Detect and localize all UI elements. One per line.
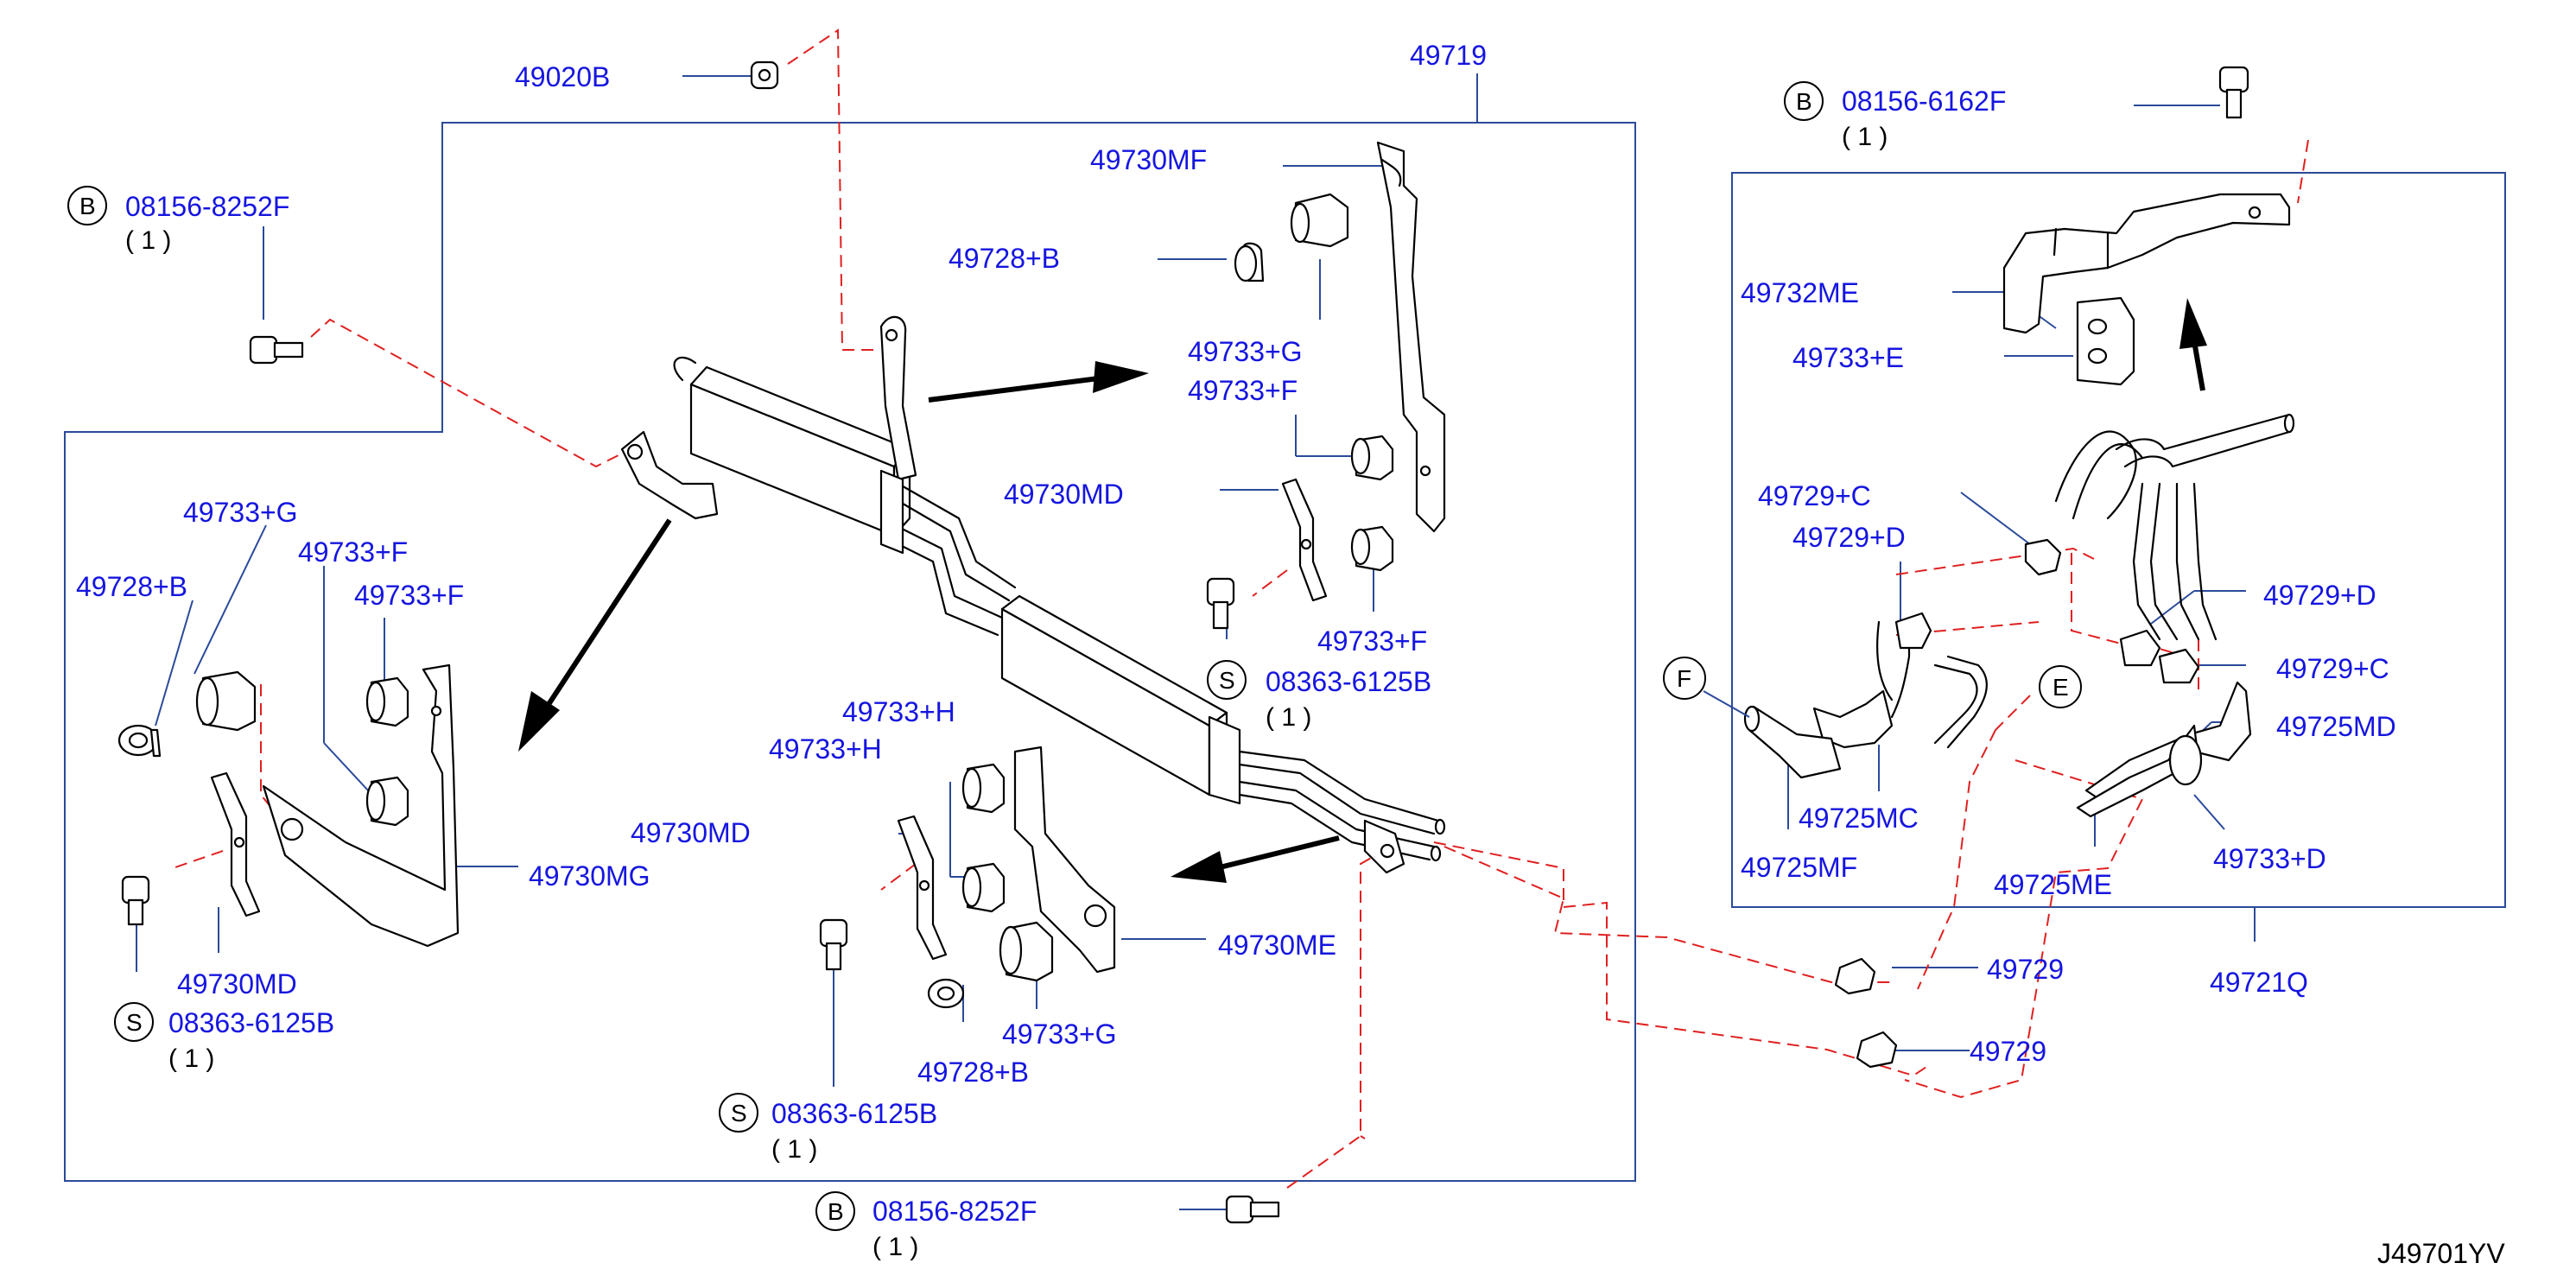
label-49733f-top: 49733+F [1188, 375, 1298, 406]
label-49730md-mid: 49730MD [1004, 479, 1124, 510]
label-49733f-left1: 49733+F [298, 536, 408, 568]
label-49730mg: 49730MG [529, 860, 650, 892]
label-49733g-left: 49733+G [183, 497, 298, 528]
callout-part: 08363-6125B [168, 1007, 334, 1038]
callout-s-mid: S 08363-6125B ( 1 ) [1207, 660, 1431, 732]
label-49733g-top: 49733+G [1188, 336, 1303, 367]
callout-part: 08363-6125B [1266, 666, 1431, 697]
grommets-top [1234, 193, 1394, 572]
main-assembly-box [64, 122, 1636, 1182]
callout-b-top-left: B 08156-8252F ( 1 ) [67, 186, 289, 255]
label-49733h-1: 49733+H [842, 696, 955, 727]
label-49729c-2: 49729+C [2276, 653, 2389, 684]
callout-s-left: S 08363-6125B ( 1 ) [114, 1002, 334, 1073]
bracket-49730mf [1376, 141, 1446, 533]
label-49729-2: 49729 [1970, 1036, 2046, 1067]
label-49732me: 49732ME [1741, 277, 1859, 308]
label-49728b-top: 49728+B [949, 243, 1060, 274]
callout-qty: ( 1 ) [168, 1044, 214, 1073]
hose-assembly-49721q [1743, 66, 2295, 1069]
drawing-id: J49701YV [2377, 1238, 2505, 1269]
oil-cooler-assembly [620, 315, 1446, 874]
direction-arrows [518, 298, 2207, 883]
callout-part: 08156-8252F [125, 191, 289, 222]
callout-mark: S [126, 1009, 143, 1036]
callout-b-top-right: B 08156-6162F ( 1 ) [1784, 81, 2006, 151]
callout-part: 08156-8252F [872, 1196, 1037, 1227]
label-49729d-2: 49729+D [2263, 580, 2376, 611]
callout-mark: B [1796, 88, 1812, 115]
label-49730mf: 49730MF [1090, 144, 1207, 175]
callout-mark: B [828, 1198, 844, 1225]
top-bolts [249, 60, 1280, 1224]
label-49733f-left2: 49733+F [354, 580, 464, 611]
lower-bracket-group [819, 746, 1116, 1009]
label-49730md-left: 49730MD [177, 968, 297, 1000]
label-49730md-low: 49730MD [631, 817, 751, 848]
callout-qty: ( 1 ) [771, 1135, 817, 1164]
label-49719: 49719 [1410, 40, 1487, 71]
callout-part: 08156-6162F [1842, 86, 2006, 117]
label-49733d: 49733+D [2213, 843, 2326, 874]
leader-lines [136, 73, 2256, 1210]
label-49733h-2: 49733+H [769, 733, 882, 765]
label-49725mc: 49725MC [1799, 803, 1919, 834]
callout-mark: S [1219, 667, 1235, 694]
label-49721q: 49721Q [2210, 967, 2308, 998]
callout-b-bottom: B 08156-8252F ( 1 ) [815, 1191, 1037, 1261]
callout-mark: S [731, 1100, 747, 1127]
callout-qty: ( 1 ) [1842, 123, 1888, 151]
callout-qty: ( 1 ) [1266, 703, 1311, 732]
label-49729d-1: 49729+D [1792, 522, 1906, 553]
label-49733g-low: 49733+G [1002, 1019, 1117, 1050]
label-49733e: 49733+E [1792, 342, 1904, 373]
label-49733f-mid: 49733+F [1317, 625, 1427, 657]
clip-49730md-mid [1206, 478, 1328, 630]
label-49728b-left: 49728+B [76, 571, 187, 602]
hose-assembly-box [1731, 172, 2506, 908]
callout-qty: ( 1 ) [872, 1233, 918, 1261]
ref-mark-f: F [1663, 657, 1750, 718]
label-49725mf: 49725MF [1741, 852, 1857, 883]
callout-s-low: S 08363-6125B ( 1 ) [719, 1093, 937, 1164]
label-49729c-1: 49729+C [1758, 480, 1871, 511]
label-49020b: 49020B [515, 61, 610, 92]
svg-text:F: F [1677, 665, 1691, 692]
part-labels: 49020B 49719 49730MF 49728+B 49733+G 497… [76, 40, 2396, 1088]
callout-part: 08363-6125B [771, 1098, 937, 1129]
ref-mark-e: E [2039, 665, 2082, 708]
label-49725me: 49725ME [1994, 869, 2112, 900]
assembly-dash-lines [172, 29, 2309, 1189]
svg-text:E: E [2053, 674, 2069, 701]
left-bracket-group [117, 663, 460, 948]
callout-qty: ( 1 ) [125, 226, 171, 255]
label-49730me: 49730ME [1218, 930, 1336, 961]
label-49728b-low: 49728+B [917, 1057, 1029, 1088]
label-49725md: 49725MD [2276, 711, 2396, 742]
callout-mark: B [79, 193, 96, 219]
label-49729-1: 49729 [1987, 954, 2064, 985]
